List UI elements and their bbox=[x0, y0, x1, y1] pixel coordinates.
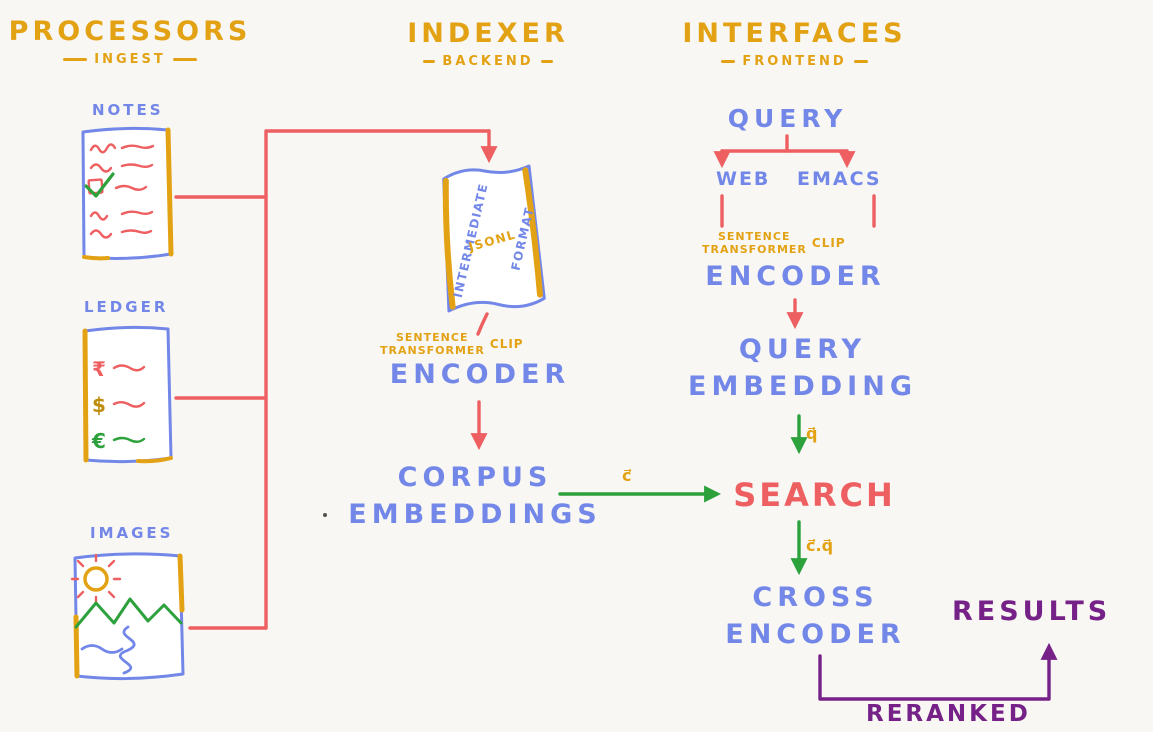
processors-subtitle: INGEST bbox=[63, 52, 197, 67]
rupee-symbol: ₹ bbox=[92, 357, 106, 381]
indexer-encoder: ENCODER bbox=[389, 359, 571, 390]
images-card-icon bbox=[70, 552, 185, 681]
interfaces-header: INTERFACES FRONTEND bbox=[682, 18, 902, 69]
check-icon bbox=[84, 172, 115, 198]
processors-subtitle-text: INGEST bbox=[94, 52, 166, 67]
query-embedding-line2: EMBEDDING bbox=[688, 371, 917, 402]
query-embedding: QUERY EMBEDDING bbox=[655, 331, 950, 405]
ledger-scribble bbox=[112, 436, 146, 443]
reranked-label: RERANKED bbox=[866, 701, 1031, 727]
euro-symbol: € bbox=[91, 429, 106, 453]
rerank-arrow bbox=[818, 642, 1058, 701]
ledger-card-icon: ₹ $ € bbox=[82, 325, 173, 464]
vector-arrows bbox=[558, 414, 808, 576]
rule-line bbox=[721, 60, 736, 63]
interfaces-subtitle: FRONTEND bbox=[721, 54, 868, 69]
corpus-line2: EMBEDDINGS bbox=[348, 499, 602, 530]
ingest-arrows bbox=[174, 129, 876, 630]
corpus-vector-label: c⃗ bbox=[622, 466, 632, 485]
rule-line bbox=[853, 60, 868, 63]
model-line2: TRANSFORMER bbox=[380, 344, 485, 357]
ledger-label: LEDGER bbox=[84, 298, 169, 316]
web-client: WEB bbox=[716, 168, 771, 190]
ledger-source: LEDGER ₹ $ € bbox=[76, 298, 176, 468]
interfaces-model-label: SENTENCE TRANSFORMER CLIP bbox=[702, 230, 846, 256]
processors-header: PROCESSORS INGEST bbox=[9, 16, 248, 67]
search-node: SEARCH bbox=[733, 476, 896, 514]
note-scribbles bbox=[87, 143, 155, 239]
corpus-line1: CORPUS bbox=[397, 462, 553, 493]
rule-line bbox=[540, 60, 553, 63]
model-line1: SENTENCE bbox=[396, 331, 469, 344]
interfaces-subtitle-text: FRONTEND bbox=[742, 54, 847, 69]
indexer-title: INDEXER bbox=[407, 18, 569, 49]
rule-line bbox=[63, 58, 88, 61]
notes-card-icon bbox=[81, 126, 174, 261]
processors-title: PROCESSORS bbox=[8, 16, 252, 47]
similarity-label: c⃗.q⃗ bbox=[806, 536, 834, 555]
interfaces-encoder: ENCODER bbox=[705, 261, 886, 292]
query-embedding-line1: QUERY bbox=[738, 334, 867, 365]
notes-label: NOTES bbox=[92, 101, 164, 119]
query-vector-label: q⃗ bbox=[806, 424, 818, 443]
mountains-icon bbox=[74, 597, 183, 629]
model-line2: TRANSFORMER bbox=[702, 243, 807, 256]
model-line1: SENTENCE bbox=[718, 230, 791, 243]
indexer-subtitle-text: BACKEND bbox=[442, 54, 534, 69]
results-node: RESULTS bbox=[952, 596, 1112, 627]
cross-encoder: CROSS ENCODER bbox=[663, 579, 968, 653]
river-icon bbox=[80, 625, 136, 675]
ink-dot bbox=[323, 513, 327, 517]
indexer-header: INDEXER BACKEND bbox=[407, 18, 569, 69]
scroll-icon bbox=[442, 164, 546, 313]
images-label: IMAGES bbox=[90, 524, 174, 542]
model-clip: CLIP bbox=[811, 236, 846, 250]
indexer-model-label: SENTENCE TRANSFORMER CLIP bbox=[380, 331, 524, 357]
ledger-scribble bbox=[112, 401, 146, 408]
cross-encoder-line2: ENCODER bbox=[725, 619, 906, 650]
rule-line bbox=[172, 58, 197, 61]
cross-encoder-line1: CROSS bbox=[752, 582, 879, 613]
notes-source: NOTES bbox=[74, 101, 176, 264]
rule-line bbox=[423, 60, 436, 63]
images-source: IMAGES bbox=[64, 524, 190, 685]
jsonl-scroll: INTERMEDIATE JSONL FORMAT bbox=[423, 156, 556, 322]
model-clip: CLIP bbox=[489, 337, 524, 351]
emacs-client: EMACS bbox=[797, 168, 882, 190]
indexer-subtitle: BACKEND bbox=[423, 54, 553, 69]
dollar-symbol: $ bbox=[92, 393, 106, 417]
query-node: QUERY bbox=[727, 104, 848, 133]
sun-icon bbox=[70, 553, 122, 605]
interfaces-title: INTERFACES bbox=[682, 18, 907, 49]
corpus-embeddings: CORPUS EMBEDDINGS bbox=[330, 459, 620, 533]
ledger-scribble bbox=[112, 364, 146, 372]
